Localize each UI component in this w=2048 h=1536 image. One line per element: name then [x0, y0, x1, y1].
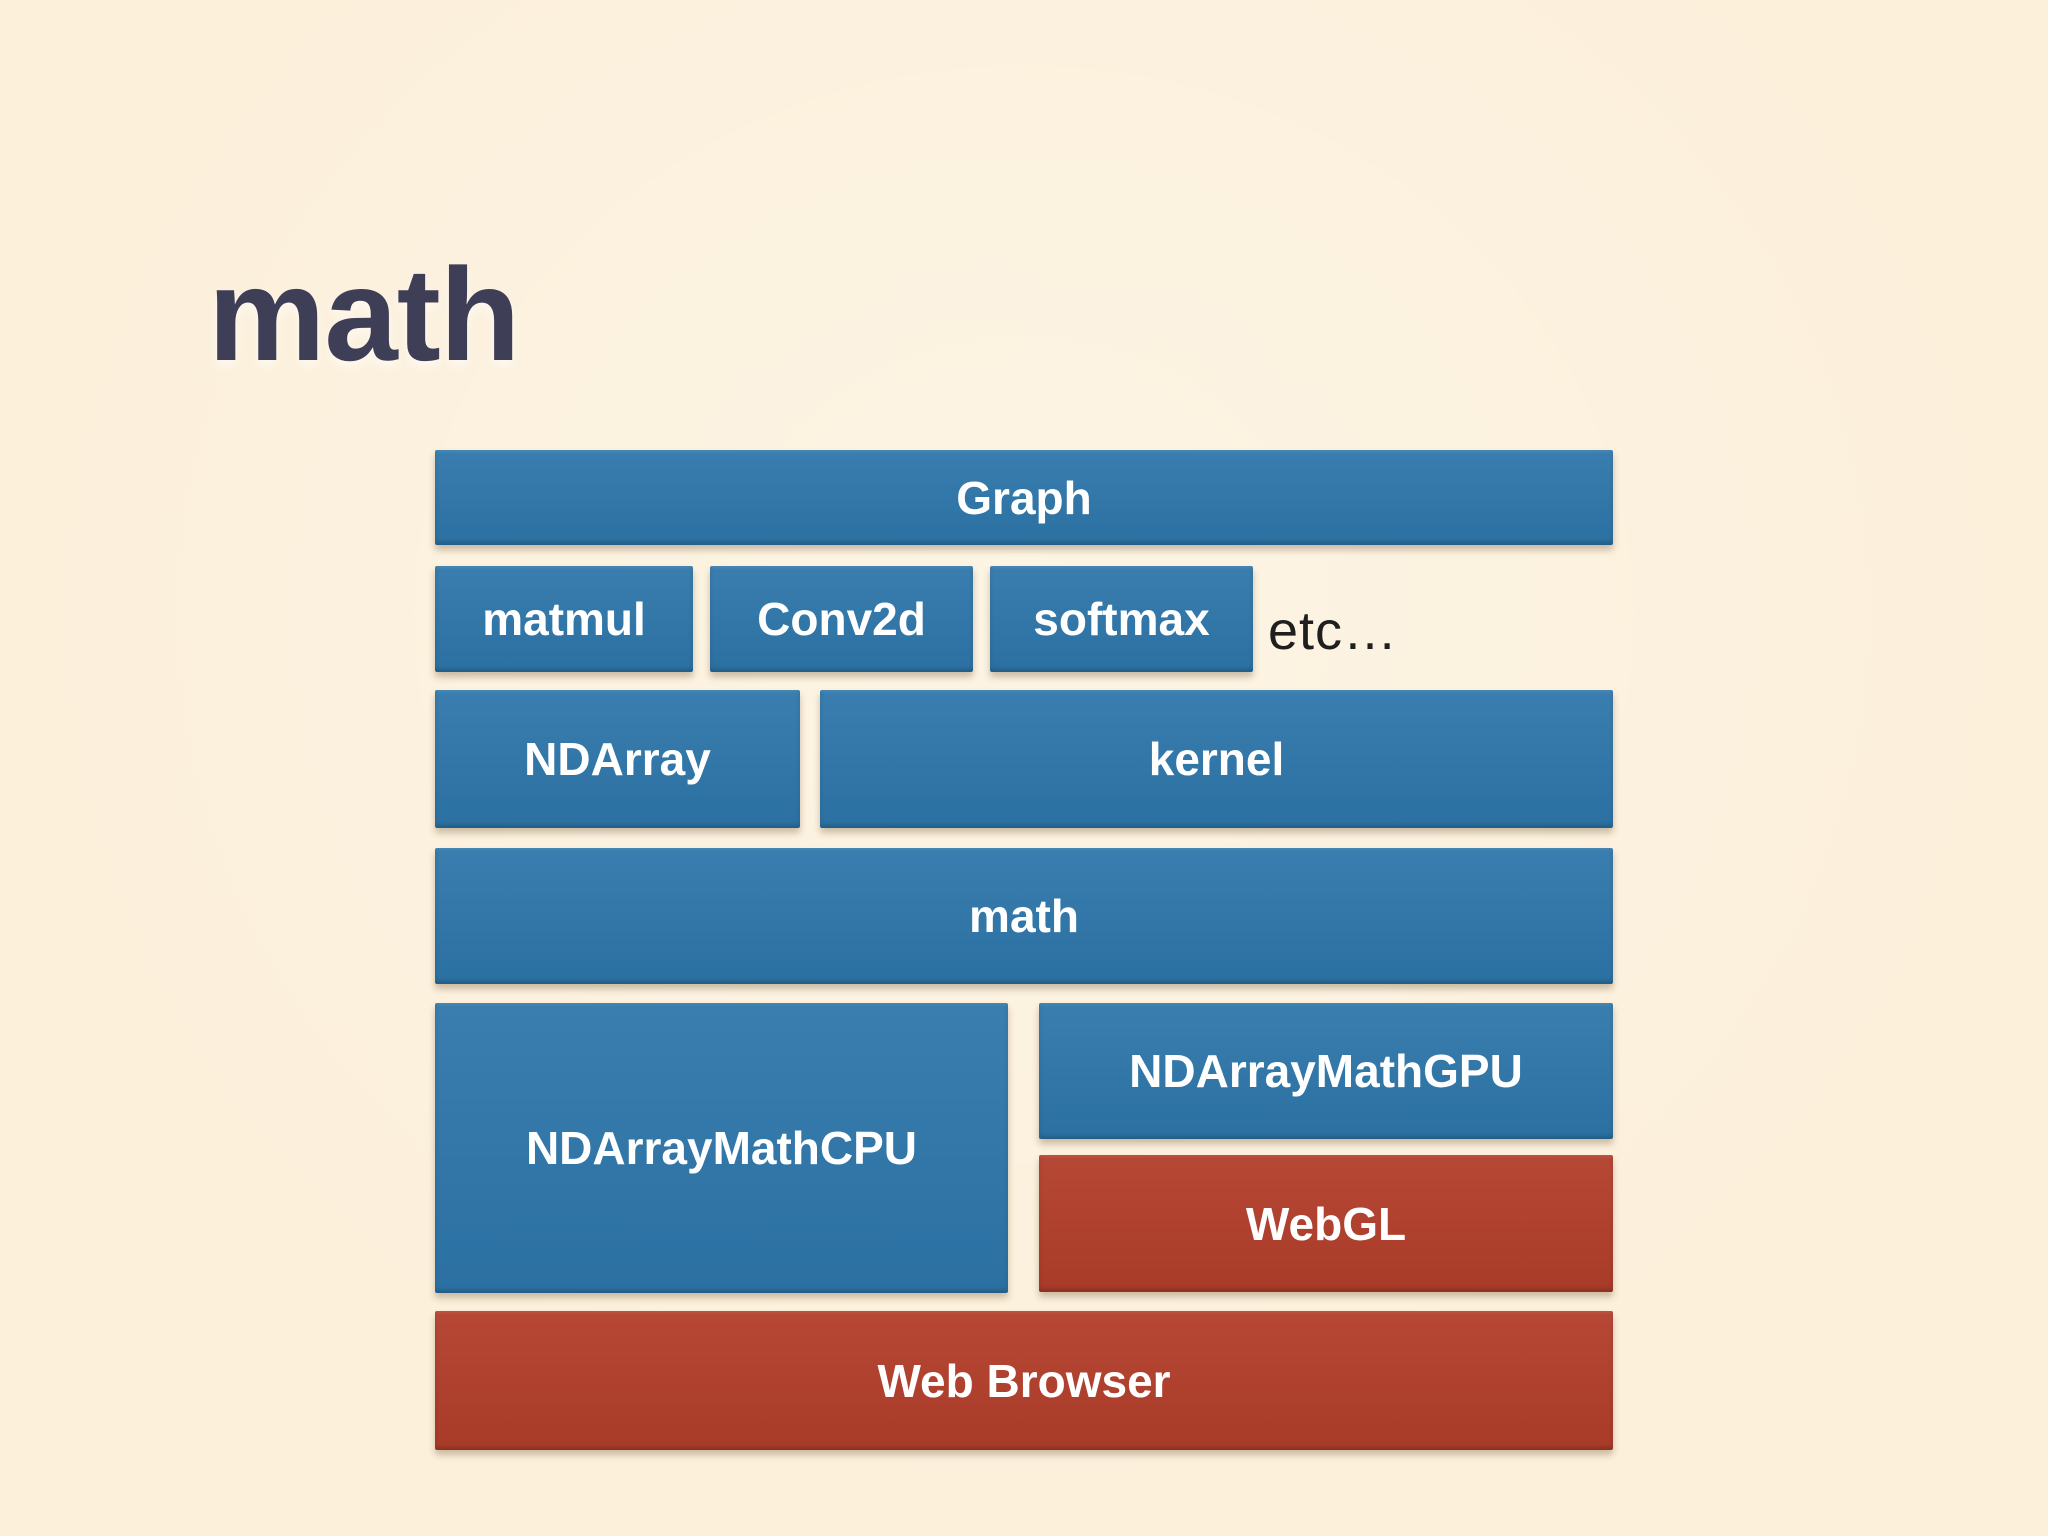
conv2d-box: Conv2d [710, 566, 973, 672]
softmax-box-label: softmax [1033, 593, 1210, 645]
conv2d-box-label: Conv2d [757, 593, 926, 645]
web-browser-box-label: Web Browser [877, 1354, 1171, 1407]
webgl-box-label: WebGL [1245, 1197, 1407, 1250]
graph-box-label: Graph [956, 471, 1092, 524]
softmax-box: softmax [990, 566, 1253, 672]
webgl-box: WebGL [1039, 1155, 1613, 1292]
matmul-box-label: matmul [482, 593, 646, 645]
math-box-label: math [969, 890, 1079, 942]
ndarraymathgpu-box: NDArrayMathGPU [1039, 1003, 1613, 1139]
ndarray-box-label: NDArray [524, 733, 711, 785]
kernel-box-label: kernel [1148, 733, 1285, 785]
ndarraymathcpu-box-label: NDArrayMathCPU [525, 1122, 918, 1174]
etc-label: etc… [1268, 601, 1399, 661]
graph-box: Graph [435, 450, 1613, 545]
ndarraymathcpu-box: NDArrayMathCPU [435, 1003, 1008, 1293]
kernel-box: kernel [820, 690, 1613, 828]
ndarray-box: NDArray [435, 690, 800, 828]
ndarraymathgpu-box-label: NDArrayMathGPU [1129, 1045, 1523, 1097]
slide-title: math [208, 241, 520, 388]
math-box: math [435, 848, 1613, 984]
web-browser-box: Web Browser [435, 1311, 1613, 1450]
matmul-box: matmul [435, 566, 693, 672]
